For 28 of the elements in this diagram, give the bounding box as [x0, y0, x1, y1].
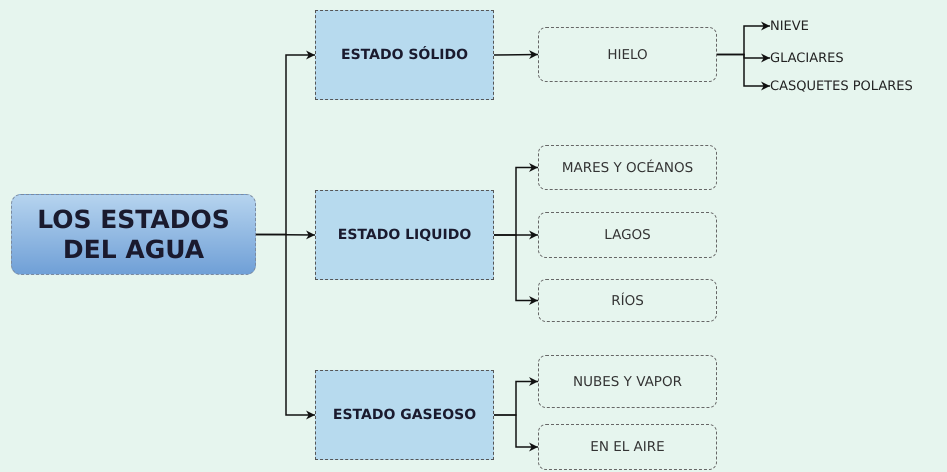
node-label: NUBES Y VAPOR	[573, 374, 682, 390]
item-box	[538, 424, 717, 470]
item-box	[538, 27, 717, 82]
topic-title: LOS ESTADOS DEL AGUA	[36, 204, 231, 264]
connector-arrow	[494, 234, 538, 305]
category-box	[315, 10, 494, 100]
node-label: ESTADO SÓLIDO	[341, 47, 468, 63]
node-label: GLACIARES	[770, 50, 844, 66]
item-box	[538, 355, 717, 408]
connector-arrow	[256, 234, 315, 420]
node-label: RÍOS	[611, 292, 644, 308]
node-label: MARES Y OCÉANOS	[562, 160, 694, 176]
category-box	[315, 190, 494, 280]
node-label: ESTADO LIQUIDO	[338, 227, 472, 243]
node-label: EN EL AIRE	[590, 439, 665, 455]
node-label: CASQUETES POLARES	[770, 78, 913, 94]
item-box	[538, 145, 717, 190]
topic-box	[11, 194, 256, 275]
connector-arrow	[494, 414, 538, 452]
node-label: HIELO	[607, 46, 648, 62]
node-label: ESTADO GASEOSO	[332, 407, 476, 423]
connector-arrow	[717, 54, 770, 90]
node-label: NIEVE	[770, 18, 809, 34]
category-box	[315, 370, 494, 460]
item-box	[538, 279, 717, 322]
item-box	[538, 212, 717, 258]
node-label: LAGOS	[604, 227, 651, 243]
connector-arrow	[494, 50, 538, 60]
